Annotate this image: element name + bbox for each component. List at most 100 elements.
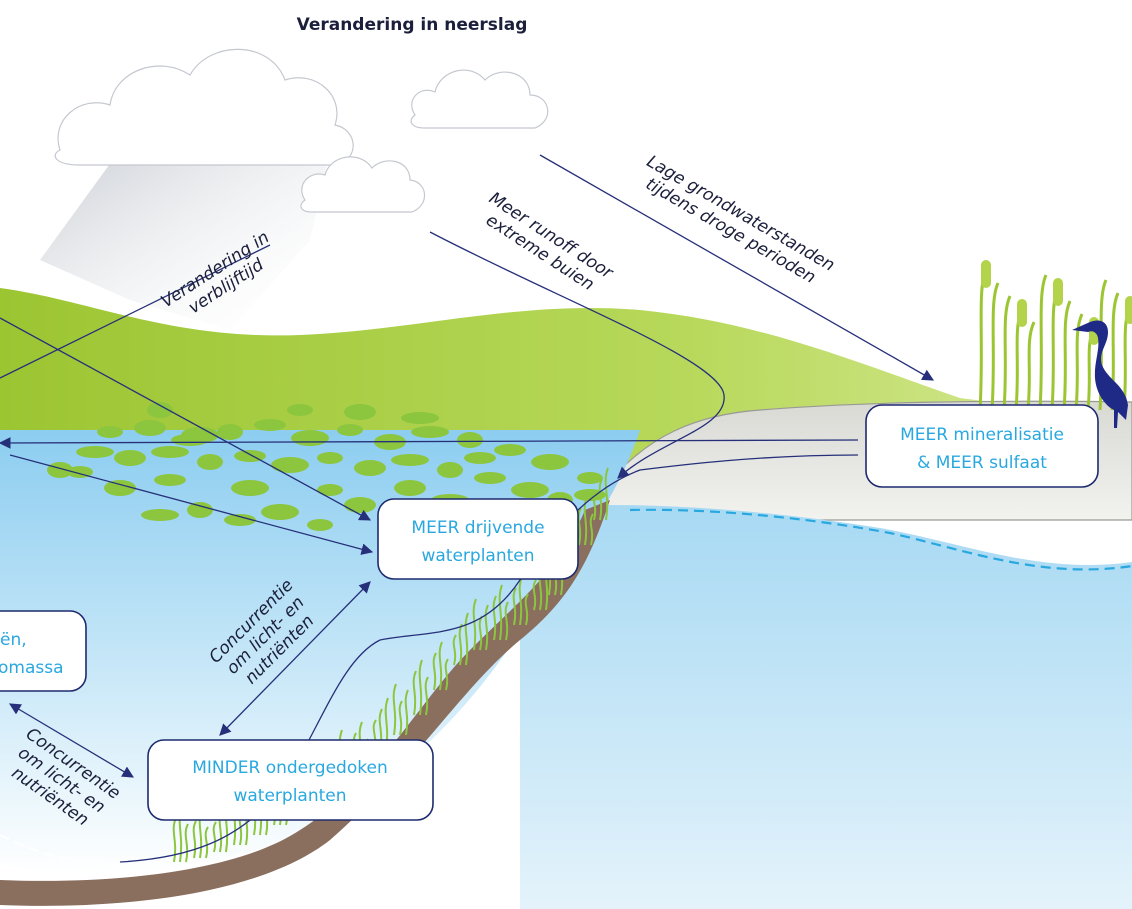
submerged-plant	[484, 604, 489, 651]
floating-leaf	[217, 424, 243, 440]
submerged-plant	[464, 612, 469, 666]
submerged-plant	[492, 595, 497, 641]
submerged-plant	[192, 820, 197, 859]
floating-leaf	[187, 502, 213, 518]
floating-leaf	[337, 424, 363, 436]
right-lake	[520, 505, 1132, 909]
submerged-plant	[598, 478, 603, 521]
floating-leaf	[231, 480, 269, 496]
box-mineralisatie: MEER mineralisatie & MEER sulfaat	[865, 404, 1099, 488]
submerged-plant	[589, 513, 594, 546]
svg-text:omassa: omassa	[0, 658, 64, 678]
floating-leaf	[224, 514, 256, 526]
floating-leaf	[317, 484, 343, 496]
submerged-plant	[424, 676, 429, 716]
submerged-plant	[583, 496, 588, 546]
cloud-small	[300, 156, 426, 213]
submerged-plant	[432, 652, 437, 691]
box-drijvende-waterplanten: MEER drijvende waterplanten	[377, 498, 579, 580]
floating-leaf	[271, 457, 309, 473]
svg-text:waterplanten: waterplanten	[233, 786, 346, 806]
reed-stem	[1038, 274, 1048, 411]
submerged-plant	[577, 507, 582, 546]
cloud-right	[410, 69, 549, 129]
svg-text:MEER mineralisatie: MEER mineralisatie	[900, 425, 1064, 445]
submerged-plant	[184, 823, 189, 863]
submerged-plant	[172, 817, 177, 863]
floating-leaf	[287, 404, 313, 416]
floating-leaf	[411, 426, 449, 438]
reed-stem	[1062, 300, 1072, 411]
svg-text:& MEER sulfaat: & MEER sulfaat	[917, 453, 1047, 473]
floating-leaf	[114, 450, 146, 466]
submerged-plant	[498, 584, 503, 641]
floating-leaf	[344, 497, 376, 513]
floating-leaf	[197, 454, 223, 470]
floating-leaf	[474, 472, 506, 484]
svg-text:Lage grondwaterstanden: Lage grondwaterstanden	[643, 152, 838, 276]
floating-leaf	[437, 462, 463, 478]
floating-leaf	[291, 430, 329, 446]
box-ondergedoken-waterplanten: MINDER ondergedoken waterplanten	[147, 739, 434, 821]
floating-leaf	[317, 452, 343, 464]
submerged-plant	[524, 593, 529, 626]
floating-leaf	[104, 480, 136, 496]
submerged-plant	[418, 659, 423, 716]
floating-leaf	[141, 509, 179, 521]
water-table-line	[629, 508, 1132, 571]
submerged-plant	[404, 689, 409, 736]
submerged-plant	[398, 700, 403, 736]
floating-leaf	[254, 419, 286, 431]
reed-stem	[1074, 313, 1084, 411]
submerged-plant	[504, 601, 509, 641]
floating-leaf	[47, 462, 73, 478]
submerged-plant	[604, 467, 609, 521]
heron-icon	[1072, 320, 1128, 428]
submerged-plant	[444, 658, 449, 691]
submerged-plant	[532, 579, 537, 611]
submerged-plant	[204, 826, 209, 859]
submerged-plant	[592, 489, 597, 521]
floating-leaf	[391, 454, 429, 466]
reed-cattail	[981, 260, 991, 288]
floating-leaf	[394, 480, 426, 496]
reed-cattail	[1053, 278, 1063, 306]
floating-leaf	[344, 404, 376, 420]
diagram-title: Verandering in neerslag	[297, 15, 528, 35]
floating-leaf	[494, 444, 526, 456]
submerged-plant	[438, 641, 443, 691]
floating-leaf	[531, 454, 569, 470]
floating-leaf	[307, 519, 333, 531]
reed-cattail	[1125, 296, 1132, 324]
submerged-plant	[512, 587, 517, 626]
submerged-plant	[392, 683, 397, 736]
annotation-runoff: Meer runoff door extreme buien	[482, 188, 617, 294]
floating-leaf	[154, 474, 186, 486]
floating-leaf	[574, 489, 606, 501]
reed-stem	[978, 269, 988, 411]
submerged-plant	[412, 670, 417, 716]
reed-cattail	[1017, 299, 1027, 327]
reed-stem	[1050, 287, 1060, 411]
floating-leaf	[151, 446, 189, 458]
submerged-plant	[212, 821, 217, 853]
svg-text:MEER drijvende: MEER drijvende	[411, 518, 544, 538]
reed-stem	[990, 282, 1000, 411]
submerged-plant	[518, 576, 523, 626]
old-bed-line	[0, 834, 121, 866]
reed-stem	[1026, 321, 1036, 411]
cloud-large	[54, 48, 354, 166]
floating-leaf	[457, 432, 483, 448]
box-algen-biomassa: ën, omassa	[0, 610, 87, 692]
floating-leaf	[261, 504, 299, 520]
floating-leaf	[577, 472, 603, 484]
floating-leaf	[464, 452, 496, 464]
floating-leaf	[76, 446, 114, 458]
floating-leaf	[97, 426, 123, 438]
floating-leaf	[511, 482, 549, 498]
floating-leaf	[134, 420, 166, 436]
svg-text:ën,: ën,	[0, 630, 27, 650]
floating-leaf	[147, 402, 173, 418]
annotation-grondwater: Lage grondwaterstanden tijdens droge per…	[642, 152, 838, 288]
